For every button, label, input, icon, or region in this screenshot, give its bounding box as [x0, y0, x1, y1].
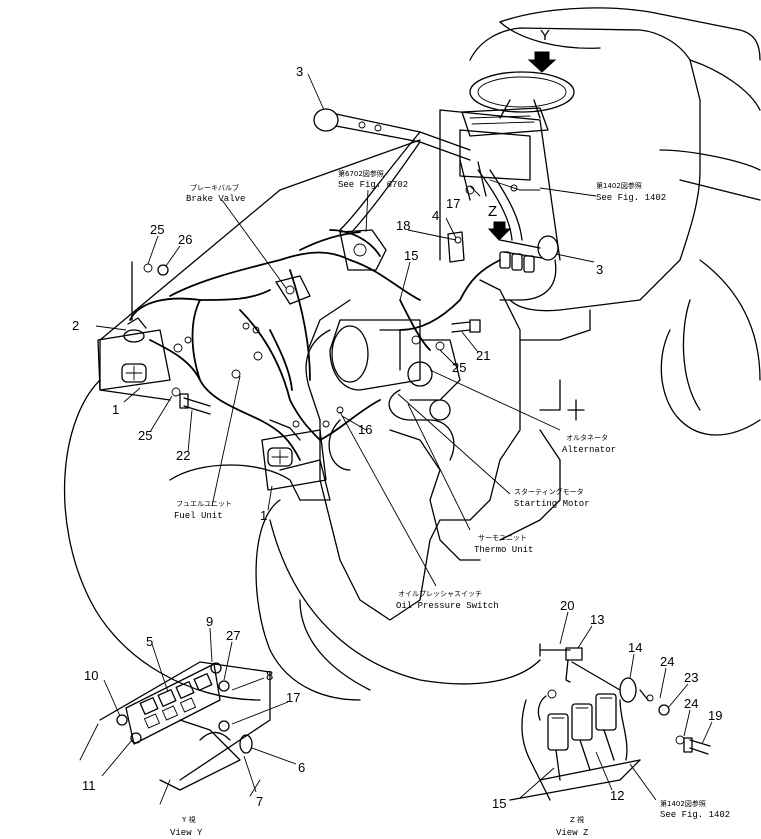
engine-block	[305, 279, 521, 621]
callout-27: 27	[226, 628, 240, 643]
steering-wheel	[461, 71, 575, 137]
brake-valve-label: Brake Valve	[186, 194, 245, 204]
callout-18: 18	[396, 218, 410, 233]
view-y-label: View Y	[170, 828, 203, 838]
callout-7: 7	[256, 794, 263, 809]
callout-19: 19	[708, 708, 722, 723]
callout-10: 10	[84, 668, 98, 683]
view-z-letter: Z	[488, 203, 497, 220]
callout-5: 5	[146, 634, 153, 649]
callout-4: 4	[432, 208, 439, 223]
callout-6: 6	[298, 760, 305, 775]
fig-1402-ref-jp: 第1402図参照	[596, 181, 642, 190]
callout-3: 3	[596, 262, 603, 277]
callout-24: 24	[660, 654, 674, 669]
hardware-right	[411, 319, 481, 351]
hardware-left	[131, 261, 211, 415]
callout-14: 14	[628, 640, 642, 655]
alternator-label-jp: オルタネータ	[566, 433, 608, 442]
wiring-harness	[129, 229, 431, 461]
connector-cluster	[399, 179, 541, 331]
callout-8: 8	[266, 668, 273, 683]
callout-15: 15	[492, 796, 506, 811]
fig-6702-ref-jp: 第6702図参照	[338, 169, 384, 178]
cab-outline	[439, 7, 761, 436]
starting-motor-label-jp: スターティングモータ	[514, 487, 584, 496]
callout-24: 24	[684, 696, 698, 711]
callout-25: 25	[452, 360, 466, 375]
callout-2: 2	[72, 318, 79, 333]
callout-16: 16	[358, 422, 372, 437]
leader-lines-main	[95, 73, 597, 587]
fig-1402-ref-z: See Fig. 1402	[660, 810, 730, 820]
view-y-detail	[79, 627, 297, 805]
frame-outline	[63, 139, 561, 701]
callout-3: 3	[296, 64, 303, 79]
callout-1: 1	[260, 508, 267, 523]
callout-11: 11	[82, 778, 96, 793]
callout-13: 13	[590, 612, 604, 627]
thermo-unit-label-jp: サーモユニット	[478, 534, 527, 542]
component-labels: 第6702図参照 See Fig. 6702 ブレーキバルブ Brake Val…	[170, 169, 730, 838]
callout-17: 17	[286, 690, 300, 705]
view-y-letter: Y	[540, 27, 550, 44]
alternator-label: Alternator	[562, 445, 616, 455]
view-z-label-jp: Z 視	[570, 815, 584, 824]
brake-valve	[275, 229, 387, 305]
fig-1402-ref-z-jp: 第1402図参照	[660, 799, 706, 808]
brake-valve-label-jp: ブレーキバルブ	[190, 183, 239, 192]
lever-top	[313, 108, 487, 235]
callout-21: 21	[476, 348, 490, 363]
view-z-arrow: Z	[487, 203, 512, 241]
callout-9: 9	[206, 614, 213, 629]
fuel-unit-label: Fuel Unit	[174, 511, 223, 521]
callout-23: 23	[684, 670, 698, 685]
callout-22: 22	[176, 448, 190, 463]
fig-1402-ref: See Fig. 1402	[596, 193, 666, 203]
oil-pressure-switch-label: Oil Pressure Switch	[396, 601, 499, 611]
callout-25: 25	[150, 222, 164, 237]
oil-pressure-switch-label-jp: オイルプレッシャスイッチ	[398, 590, 482, 598]
view-y-arrow: Y	[527, 27, 557, 73]
lamp-left	[97, 317, 171, 391]
callout-25: 25	[138, 428, 152, 443]
callout-17: 17	[446, 196, 460, 211]
thermo-unit-label: Thermo Unit	[474, 545, 533, 555]
callout-26: 26	[178, 232, 192, 247]
fuel-unit-label-jp: フュエルユニット	[176, 500, 232, 508]
view-z-label: View Z	[556, 828, 589, 838]
starting-motor-label: Starting Motor	[514, 499, 590, 509]
callout-1: 1	[112, 402, 119, 417]
lamp-right	[261, 419, 327, 491]
fig-6702-ref: See Fig. 6702	[338, 180, 408, 190]
view-z-detail	[509, 611, 713, 801]
view-y-label-jp: Y 視	[181, 815, 196, 824]
callout-12: 12	[610, 788, 624, 803]
callout-numbers: 3 3 2 1 1 25 26 25 22 18 4 17 15 21 25 1…	[72, 64, 722, 811]
callout-15: 15	[404, 248, 418, 263]
callout-20: 20	[560, 598, 574, 613]
